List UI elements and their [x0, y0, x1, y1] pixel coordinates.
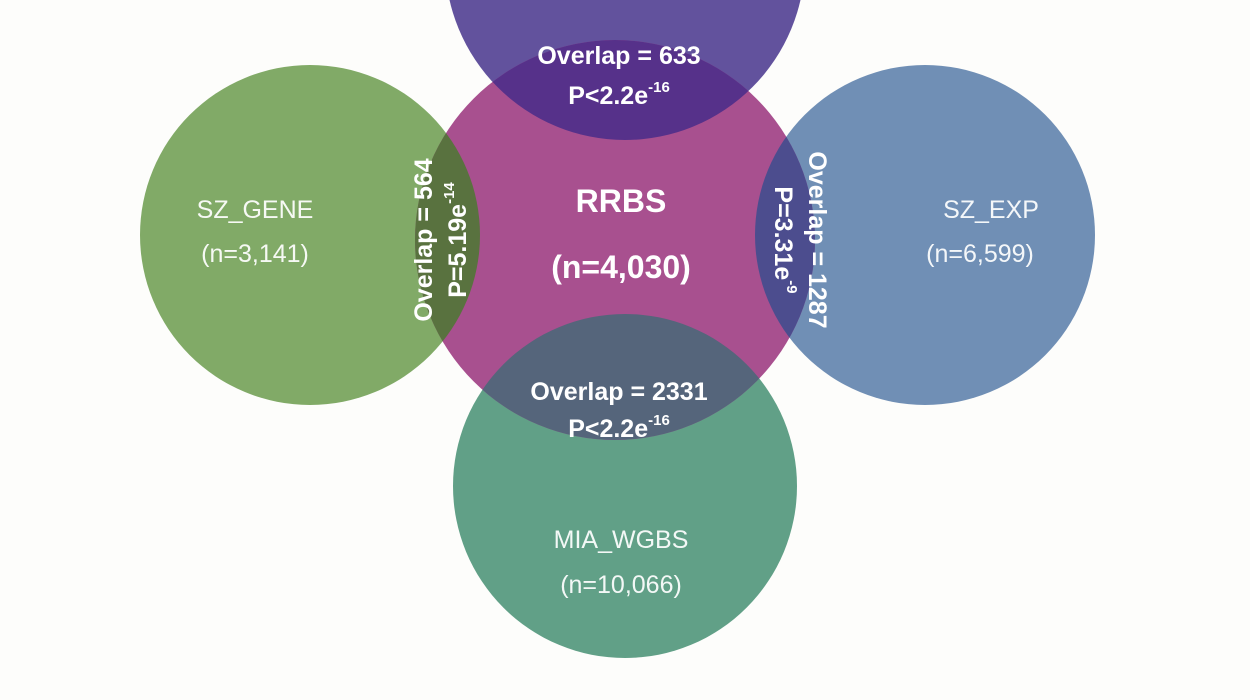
overlap-top-count: Overlap = 633	[537, 42, 700, 70]
sz-gene-count: (n=3,141)	[201, 240, 309, 268]
sz-gene-circle	[140, 65, 480, 405]
overlap-bottom-pvalue: P<2.2e-16	[568, 412, 670, 443]
overlap-left-pvalue: P=5.19e-14	[441, 182, 472, 298]
rrbs-name: RRBS	[576, 183, 667, 219]
mia-wgbs-count: (n=10,066)	[560, 571, 682, 599]
overlap-right-count: Overlap = 1287	[803, 151, 831, 328]
sz-exp-circle	[755, 65, 1095, 405]
overlap-bottom-lens	[453, 314, 797, 440]
sz-exp-count: (n=6,599)	[926, 240, 1034, 268]
rrbs-count: (n=4,030)	[551, 249, 691, 285]
overlap-bottom-count: Overlap = 2331	[530, 378, 707, 406]
overlap-top-pvalue: P<2.2e-16	[568, 79, 670, 110]
overlap-left-count: Overlap = 564	[410, 158, 438, 321]
overlap-right-pvalue: P=3.31e-9	[769, 186, 800, 293]
sz-exp-name: SZ_EXP	[943, 196, 1039, 224]
sz-gene-name: SZ_GENE	[197, 196, 314, 224]
mia-wgbs-name: MIA_WGBS	[554, 526, 689, 554]
